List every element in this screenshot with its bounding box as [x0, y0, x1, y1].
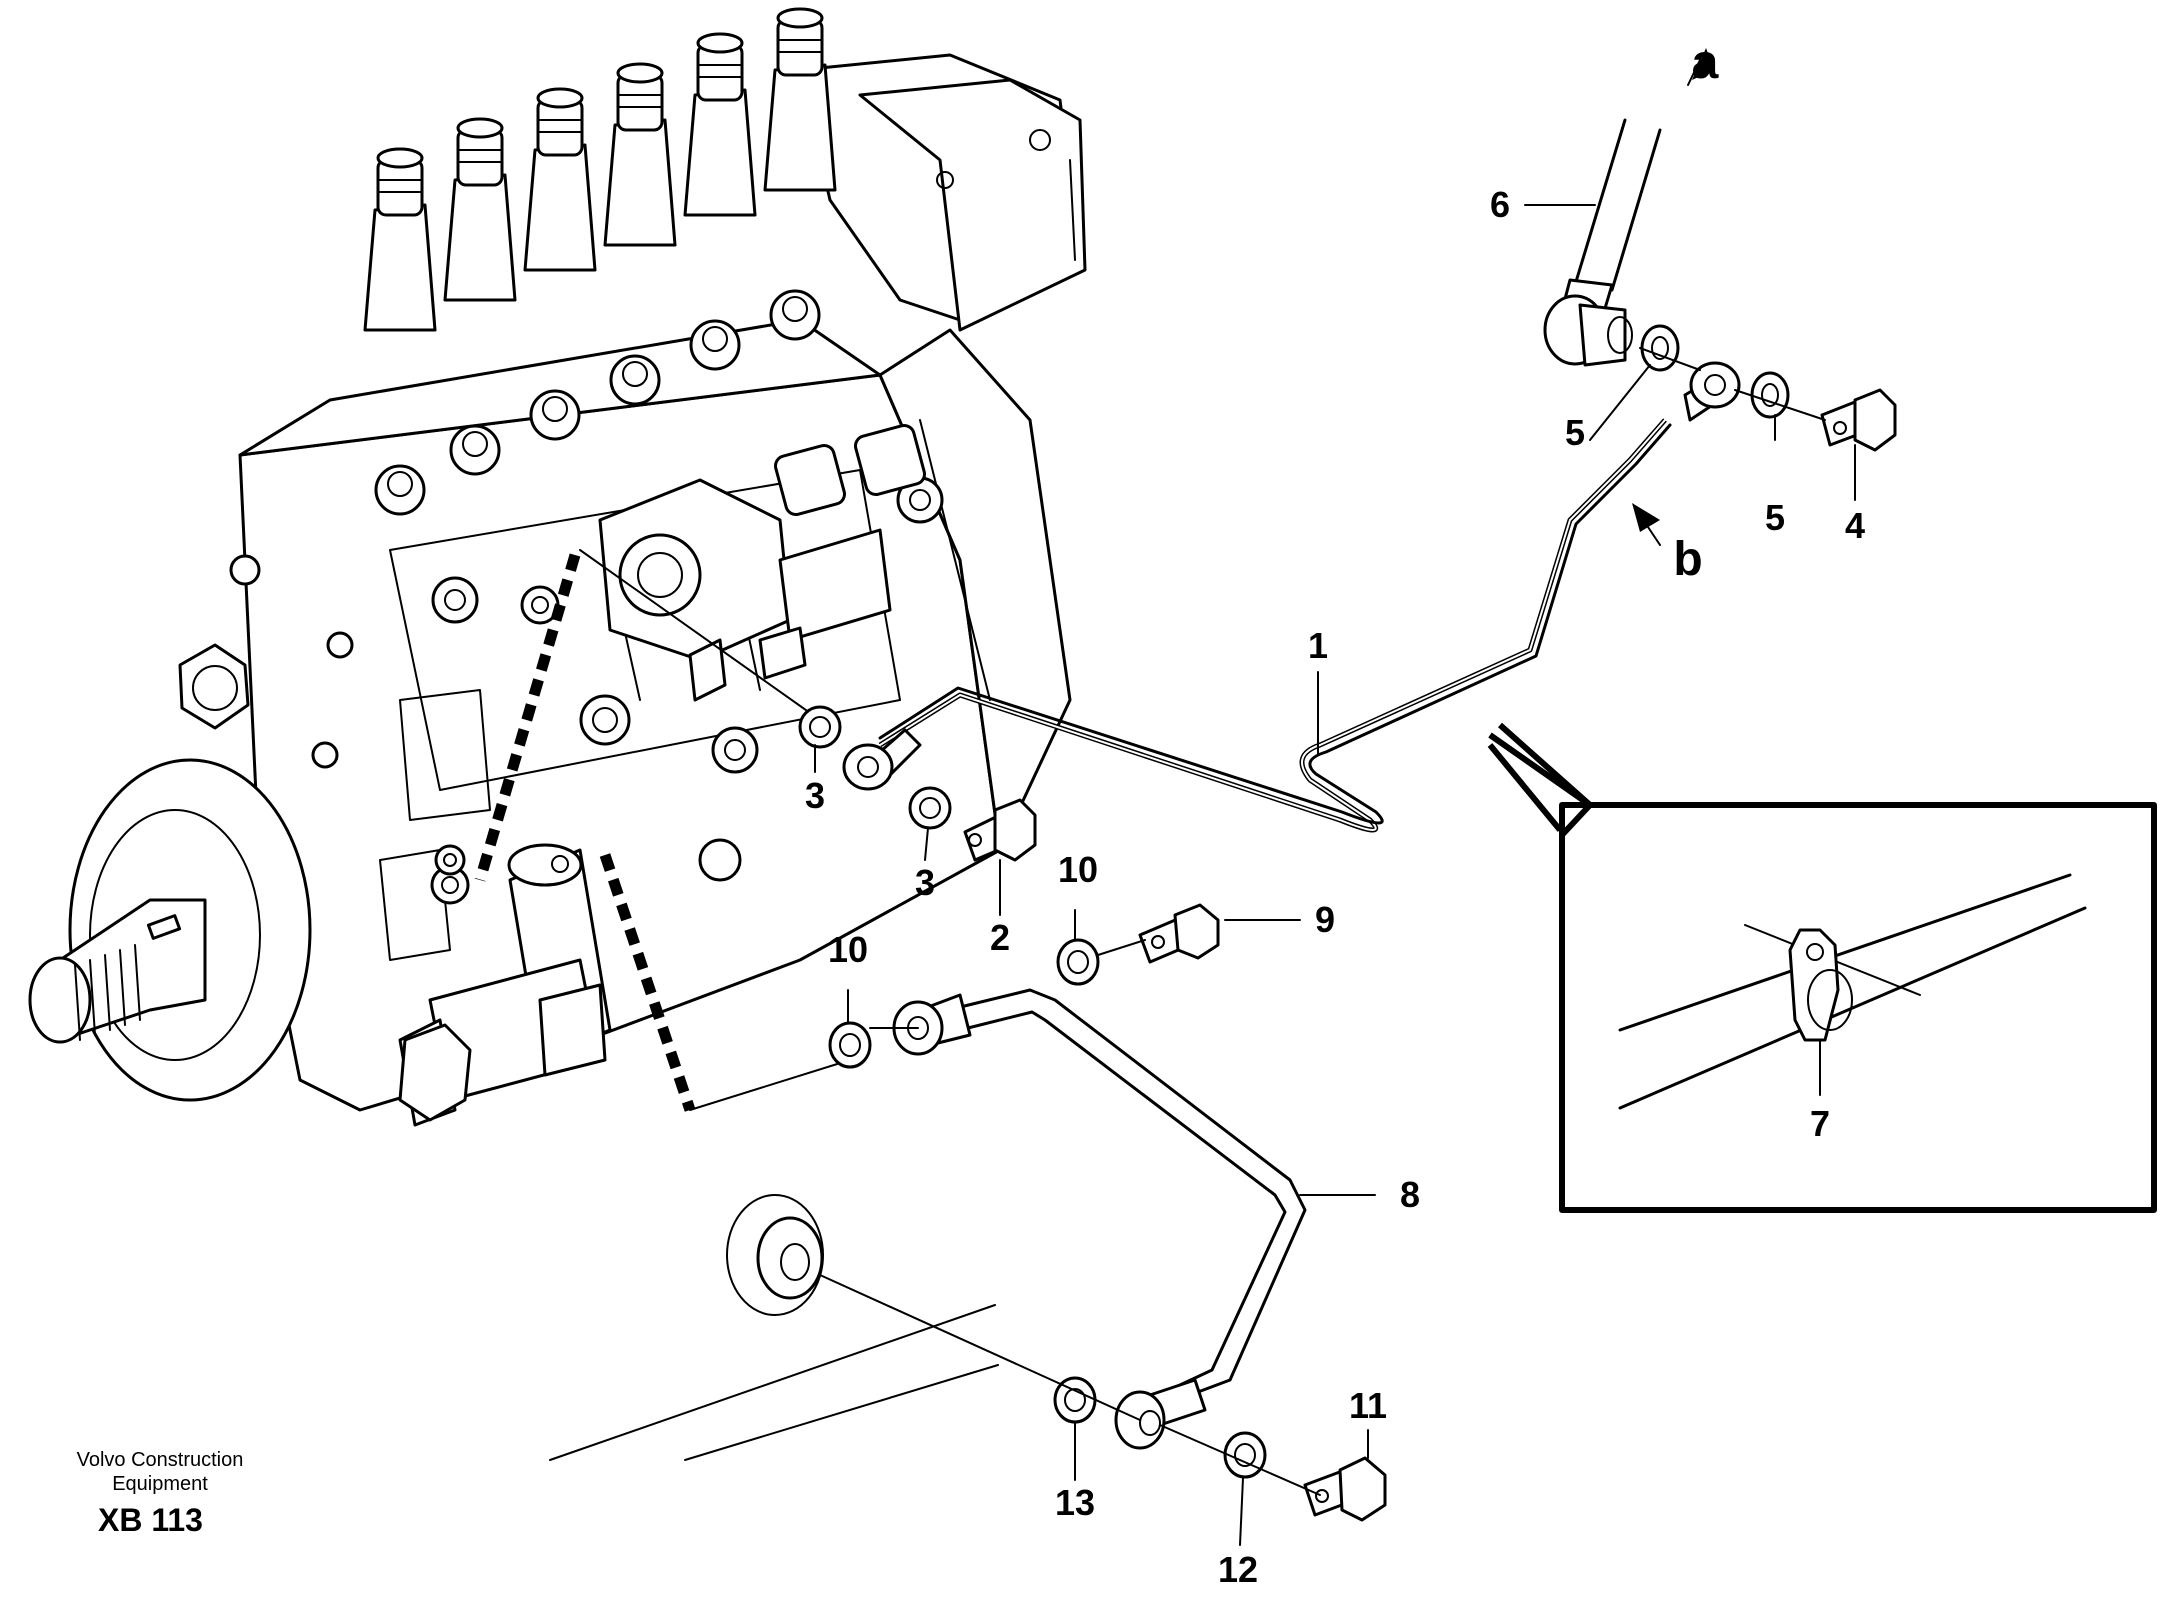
banjo-fitting-pipe8-upper [892, 993, 972, 1056]
fuel-pipe-1 [878, 418, 1672, 833]
arrow-a-head [1692, 48, 1714, 80]
callout-leaders [814, 204, 1856, 1546]
banjo-bolt-11 [1303, 1456, 1387, 1522]
callout-2: 2 [990, 917, 1010, 958]
fuel-pipe-8 [946, 988, 1307, 1397]
banjo-bolt-9 [1138, 903, 1220, 964]
engine-port [549, 1194, 999, 1461]
callout-3-lower: 3 [915, 862, 935, 903]
arrow-b-head [1632, 503, 1660, 532]
washer-10-right [1056, 938, 1100, 986]
banjo-bolt-4 [1820, 388, 1897, 452]
detail-inset [1487, 722, 2157, 1213]
direction-label-b: b [1673, 533, 1702, 586]
washer-3-lower [908, 786, 952, 830]
company-credit: Volvo Construction Equipment [50, 1448, 270, 1496]
callout-7: 7 [1810, 1103, 1830, 1144]
callout-8: 8 [1400, 1174, 1420, 1215]
banjo-fitting-pipe1-upper [1683, 361, 1741, 422]
callout-5-right: 5 [1765, 497, 1785, 538]
overflow-valve [398, 843, 612, 1127]
callout-6: 6 [1490, 184, 1510, 225]
company-line-2: Equipment [112, 1473, 208, 1495]
routing-line-upper [474, 553, 581, 882]
callout-13: 13 [1055, 1482, 1095, 1523]
banjo-fitting-pipe1-lower [842, 728, 922, 791]
callout-10-right: 10 [1058, 849, 1098, 890]
callout-9: 9 [1315, 899, 1335, 940]
callout-12: 12 [1218, 1549, 1258, 1590]
callout-10-left: 10 [828, 929, 868, 970]
feed-pump [598, 424, 926, 702]
callout-5-left: 5 [1565, 412, 1585, 453]
banjo-bolt-2 [963, 798, 1037, 862]
callout-3-upper: 3 [805, 775, 825, 816]
washer-5-right [1750, 371, 1790, 419]
callout-1: 1 [1308, 625, 1328, 666]
arrow-a-line [1687, 59, 1701, 86]
callout-4: 4 [1845, 505, 1865, 546]
hose-6 [1543, 118, 1662, 367]
drawing-reference: XB 113 [98, 1502, 203, 1538]
direction-label-a: a [1692, 36, 1719, 89]
washer-10-left [828, 1021, 872, 1069]
routing-line-lower [599, 853, 696, 1112]
delivery-valves [363, 7, 837, 516]
washer-3-upper [798, 705, 842, 749]
company-line-1: Volvo Construction [76, 1449, 244, 1471]
washer-5-left [1640, 324, 1680, 372]
callout-11: 11 [1349, 1385, 1387, 1426]
